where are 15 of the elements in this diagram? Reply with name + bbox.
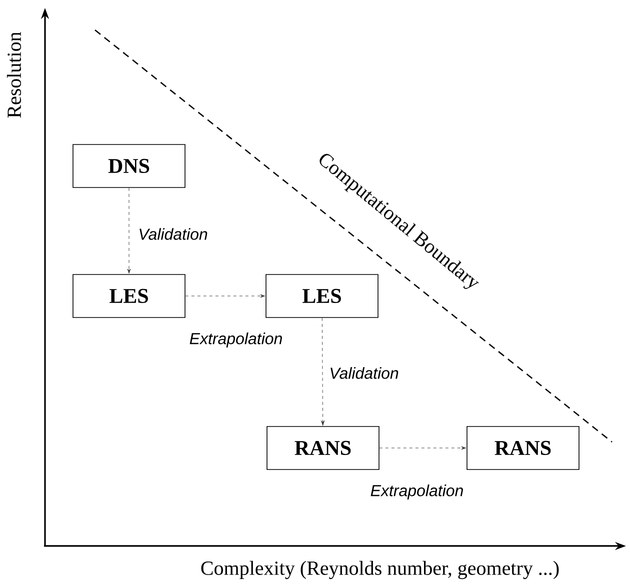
arrow [127,188,131,274]
method-box: RANS [266,426,380,470]
edge-label: Validation [140,228,208,240]
method-box: DNS [72,144,186,188]
edge-label: Extrapolation [370,484,463,500]
arrow [185,294,266,298]
method-box: RANS [466,426,580,470]
axis-label: Resolution [6,32,22,118]
arrow [379,446,466,450]
edge-label: Extrapolation [190,332,282,348]
arrow [321,318,325,426]
method-box: LES [266,274,378,318]
axis-label: Complexity (Reynolds number, geometry ...) [201,560,559,580]
edge-label: Validation [330,367,398,379]
method-box: LES [72,274,186,318]
